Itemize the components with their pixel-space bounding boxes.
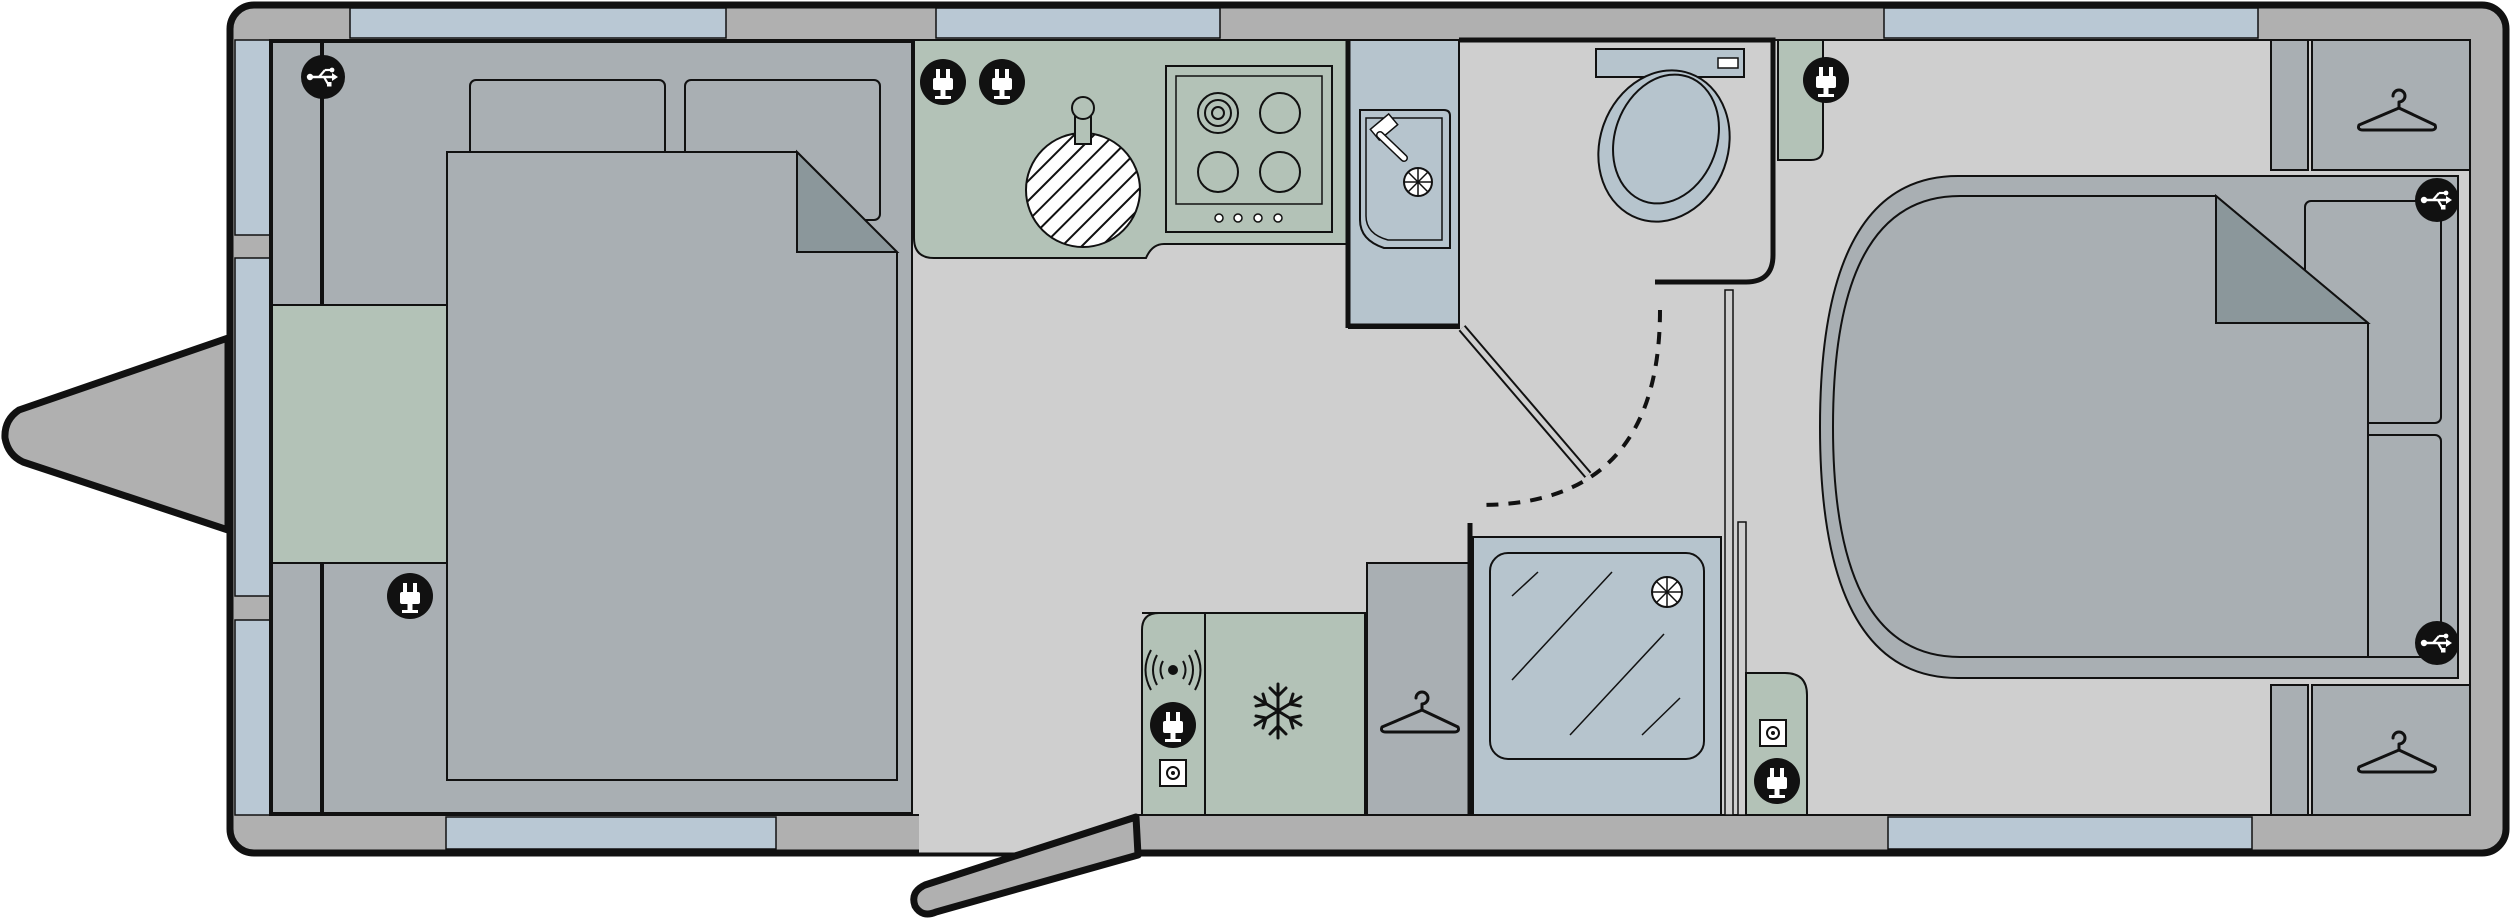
usb-icon [2413, 619, 2461, 667]
socket-icon [1150, 702, 1196, 748]
sink-icon [1359, 109, 1451, 249]
kitchen-worktop [913, 39, 1348, 259]
toilet-icon [1595, 48, 1745, 223]
bedside-cabinet [271, 304, 448, 564]
socket-icon [1803, 57, 1849, 103]
front-windows [234, 39, 271, 816]
rear-wardrobe-top [2270, 39, 2471, 171]
top-windows [349, 7, 2259, 39]
front-bedroom [271, 41, 913, 814]
bottom-windows [445, 816, 2253, 850]
tv-aerial-socket-icon [1759, 719, 1787, 747]
entrance-wardrobe [1366, 562, 1472, 816]
corner-cabinet [1777, 39, 1849, 161]
socket-icon [920, 59, 966, 105]
extractor-fan-icon [1025, 96, 1141, 248]
tv-aerial-socket-icon [1159, 759, 1187, 787]
rear-bedroom [1818, 175, 2461, 679]
hob-icon [1165, 65, 1333, 233]
fridge-unit [1141, 612, 1366, 816]
bed-corner-fold [796, 149, 900, 253]
wifi-icon [1144, 649, 1202, 691]
door-icon [1458, 309, 1662, 507]
fixed-bed [446, 151, 898, 781]
socket-icon [1754, 758, 1800, 804]
bed-corner-fold [2215, 193, 2371, 324]
socket-icon [979, 59, 1025, 105]
washroom-basin-unit [1345, 39, 1460, 329]
socket-panel [1745, 672, 1808, 816]
usb-icon [2413, 176, 2461, 224]
snowflake-icon [1253, 682, 1303, 740]
entrance-door [910, 813, 1142, 918]
socket-icon [387, 573, 433, 619]
shower-icon [1467, 523, 1722, 816]
usb-icon [299, 53, 347, 101]
rear-wardrobe-bottom [2270, 684, 2471, 816]
washroom-toilet-area [1458, 37, 1776, 507]
towbar-icon [1, 334, 232, 534]
partition-rails [1724, 289, 1747, 816]
